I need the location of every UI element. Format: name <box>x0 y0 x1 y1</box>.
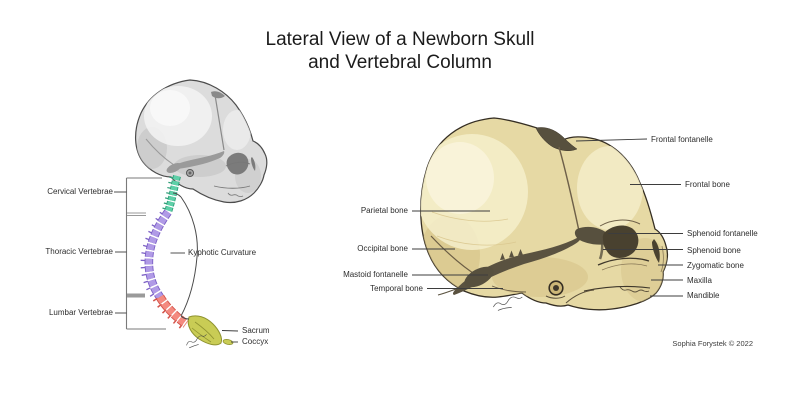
mastoid-fontanelle-label: Mastoid fontanelle <box>343 270 408 279</box>
zygomatic-bone-label: Zygomatic bone <box>687 261 744 270</box>
sphenoid-fontanelle-label: Sphenoid fontanelle <box>687 229 758 238</box>
coccyx-label: Coccyx <box>242 337 269 346</box>
thoracic-vertebrae <box>145 210 171 299</box>
coronal-suture <box>558 146 580 232</box>
frontal-fontanelle-leader <box>575 138 648 142</box>
squamosal-suture-band <box>452 237 581 295</box>
kyphotic-curvature-label: Kyphotic Curvature <box>188 248 257 257</box>
frontal-fontanelle-label: Frontal fontanelle <box>651 135 713 144</box>
small-orbit <box>226 152 249 175</box>
sphenoid-bone-label: Sphenoid bone <box>687 246 741 255</box>
small-coronal-suture <box>214 94 225 151</box>
title-line-2: and Vertebral Column <box>308 52 492 73</box>
small-ear-canal <box>188 171 192 175</box>
spine-leader-lines <box>114 191 239 343</box>
small-frontal-fontanelle <box>211 91 225 99</box>
zygomatic-arch <box>597 257 650 266</box>
small-jaw-line <box>213 185 251 189</box>
frontal-bone-label: Frontal bone <box>685 180 730 189</box>
sacrum-shape <box>187 315 222 346</box>
signature-left <box>186 334 207 349</box>
artist-credit: Sophia Forystek © 2022 <box>672 339 753 348</box>
ear-canal <box>553 285 559 291</box>
skull-leader-lines <box>412 138 683 297</box>
sacrum-leader <box>221 330 239 332</box>
signature-right <box>493 296 523 311</box>
mandible-ramus-line <box>565 289 595 304</box>
maxilla-mandible-line <box>583 286 651 292</box>
small-lambdoid-suture <box>145 138 175 166</box>
temporal-bone-label: Temporal bone <box>370 284 423 293</box>
small-teeth-line <box>227 192 244 197</box>
maxilla-label: Maxilla <box>687 276 712 285</box>
small-nasal-notch <box>251 157 256 171</box>
title-line-1: Lateral View of a Newborn Skull <box>265 29 535 50</box>
small-skull <box>135 79 268 204</box>
skull-figure <box>412 117 683 311</box>
small-skull-shading <box>137 86 261 193</box>
cervical-vertebrae <box>165 175 181 213</box>
kyphotic-curvature-arc <box>172 192 198 320</box>
frontal-fontanelle-shape <box>535 127 578 151</box>
cervical-vertebrae-label: Cervical Vertebrae <box>47 187 113 196</box>
lumbar-vertebrae-label: Lumbar Vertebrae <box>48 308 113 317</box>
vertebral-column <box>140 175 234 346</box>
sacrum-detail-lines <box>191 321 215 343</box>
small-mastoid-fontanelle <box>166 163 182 173</box>
occipital-bone-label: Occipital bone <box>357 244 408 253</box>
parietal-bone-label: Parietal bone <box>360 206 408 215</box>
mandible-label: Mandible <box>687 291 720 300</box>
thoracic-vertebrae-label: Thoracic Vertebrae <box>45 247 113 256</box>
occipital-suture-detail <box>491 285 527 293</box>
sacrum-label: Sacrum <box>242 326 270 335</box>
nasal-aperture <box>652 239 660 263</box>
premaxilla-line <box>660 245 664 273</box>
sphenoid-shadow <box>598 231 604 260</box>
coccyx-shape <box>222 339 234 345</box>
brow-line <box>599 219 641 227</box>
suture-serrations <box>500 249 523 260</box>
figure-title: Lateral View of a Newborn Skull and Vert… <box>0 28 800 74</box>
tympanic-line <box>545 295 566 299</box>
small-zygomatic-line <box>225 161 251 167</box>
spine-bracket <box>125 177 166 330</box>
thoracic-processes <box>140 211 164 300</box>
lumbar-vertebrae <box>156 295 189 327</box>
spine-bracket-ticks <box>127 212 146 298</box>
zygomatic-arch-shadow <box>601 263 648 271</box>
squamosal-tail <box>437 288 457 296</box>
mastoid-fontanelle-shape <box>464 266 494 288</box>
spine-figure <box>114 79 268 349</box>
teeth-line <box>619 286 650 293</box>
